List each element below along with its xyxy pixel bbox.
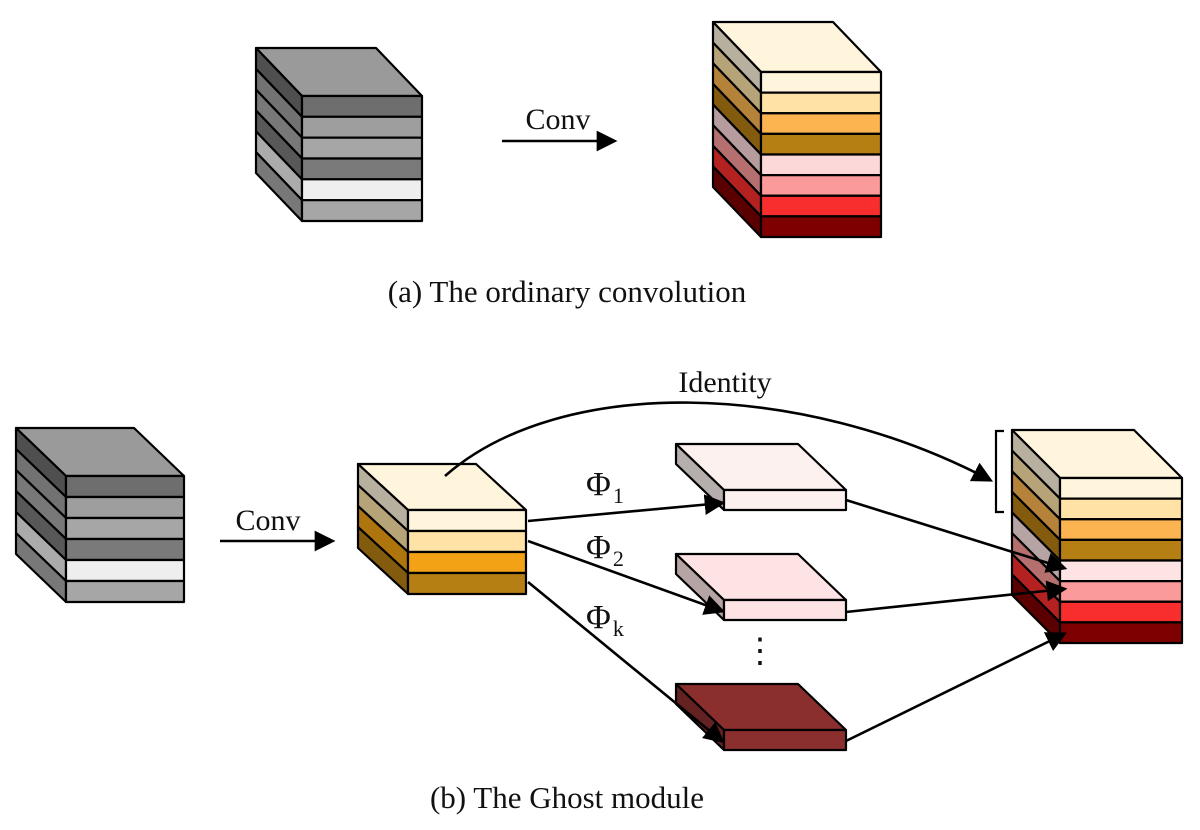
output-block-ghost-front-layer-7 [1058, 600, 1184, 624]
output-block-ghost [1010, 428, 1184, 645]
input-block-a-front-layer-5 [300, 178, 424, 202]
ghostk-to-output-arrow [845, 632, 1068, 743]
input-block-b [14, 426, 186, 604]
output-block-ghost-front-layer-8 [1058, 621, 1184, 645]
output-block-ordinary-front-layer-4 [759, 132, 883, 156]
input-block-b-front-layer-1 [64, 474, 186, 499]
ghost1-to-output-arrow [845, 498, 1068, 573]
identity-label: Identity [678, 366, 771, 399]
input-block-b-front-layer-2 [64, 495, 186, 520]
ghost-map-2-front-layer-1 [722, 598, 848, 622]
intrinsic-block-front-layer-3 [406, 550, 528, 575]
phik-subscript: k [613, 616, 624, 641]
phi2-arrow [527, 539, 726, 615]
output-block-ordinary-front-layer-2 [759, 91, 883, 115]
ghost-map-k-front-layer-1 [722, 728, 848, 752]
phi1-subscript: 1 [613, 483, 624, 508]
input-block-a-front-layer-2 [300, 115, 424, 139]
ghost-map-1-front-layer-1 [722, 488, 848, 512]
output-block-ordinary-front-layer-5 [759, 153, 883, 177]
input-block-a-front-layer-4 [300, 157, 424, 181]
identity-bracket [994, 429, 1004, 514]
input-block-a-front-layer-6 [300, 199, 424, 223]
ghost2-to-output-arrow [845, 580, 1068, 614]
output-block-ordinary-front-layer-7 [759, 194, 883, 218]
conv-label-b: Conv [235, 504, 300, 537]
input-block-a-front-layer-3 [300, 136, 424, 160]
intrinsic-block-front-layer-2 [406, 529, 528, 554]
more-ghost-maps-ellipsis: ⋮ [743, 633, 777, 670]
phi2-subscript: 2 [613, 546, 624, 571]
identity-arrow [444, 401, 994, 482]
output-block-ordinary [711, 20, 883, 239]
ghost-map-2 [674, 552, 848, 622]
output-block-ghost-front-layer-2 [1058, 497, 1184, 521]
output-block-ordinary-front-layer-8 [759, 215, 883, 239]
output-block-ghost-front-layer-6 [1058, 580, 1184, 603]
output-block-ghost-front-layer-3 [1058, 518, 1184, 541]
phik-arrow [527, 580, 725, 744]
input-block-b-front-layer-5 [64, 558, 186, 583]
input-block-b-front-layer-4 [64, 537, 186, 562]
phi2-label: Φ2 [586, 529, 624, 571]
phi2-symbol: Φ [586, 529, 611, 566]
output-block-ordinary-front-layer-3 [759, 112, 883, 135]
caption-ordinary-convolution: (a) The ordinary convolution [388, 274, 747, 309]
conv-label-a: Conv [525, 103, 590, 136]
phi1-label: Φ1 [586, 466, 624, 508]
phik-symbol: Φ [586, 599, 611, 636]
caption-ghost-module: (b) The Ghost module [430, 780, 704, 815]
phik-label: Φk [586, 599, 624, 641]
intrinsic-block-front-layer-4 [406, 571, 528, 596]
input-block-b-front-layer-6 [64, 579, 186, 604]
ghost-map-1 [674, 442, 848, 512]
input-block-a-front-layer-1 [300, 94, 424, 118]
output-block-ordinary-front-layer-6 [759, 174, 883, 197]
intrinsic-block [356, 462, 528, 596]
output-block-ghost-front-layer-5 [1058, 559, 1184, 583]
output-block-ordinary-front-layer-1 [759, 70, 883, 94]
intrinsic-block-front-layer-1 [406, 508, 528, 533]
output-block-ghost-front-layer-4 [1058, 538, 1184, 562]
input-block-b-front-layer-3 [64, 516, 186, 541]
phi1-symbol: Φ [586, 466, 611, 503]
input-block-a [254, 46, 424, 223]
phi1-arrow [527, 494, 726, 523]
output-block-ghost-front-layer-1 [1058, 476, 1184, 500]
ghost-map-k [674, 682, 848, 752]
